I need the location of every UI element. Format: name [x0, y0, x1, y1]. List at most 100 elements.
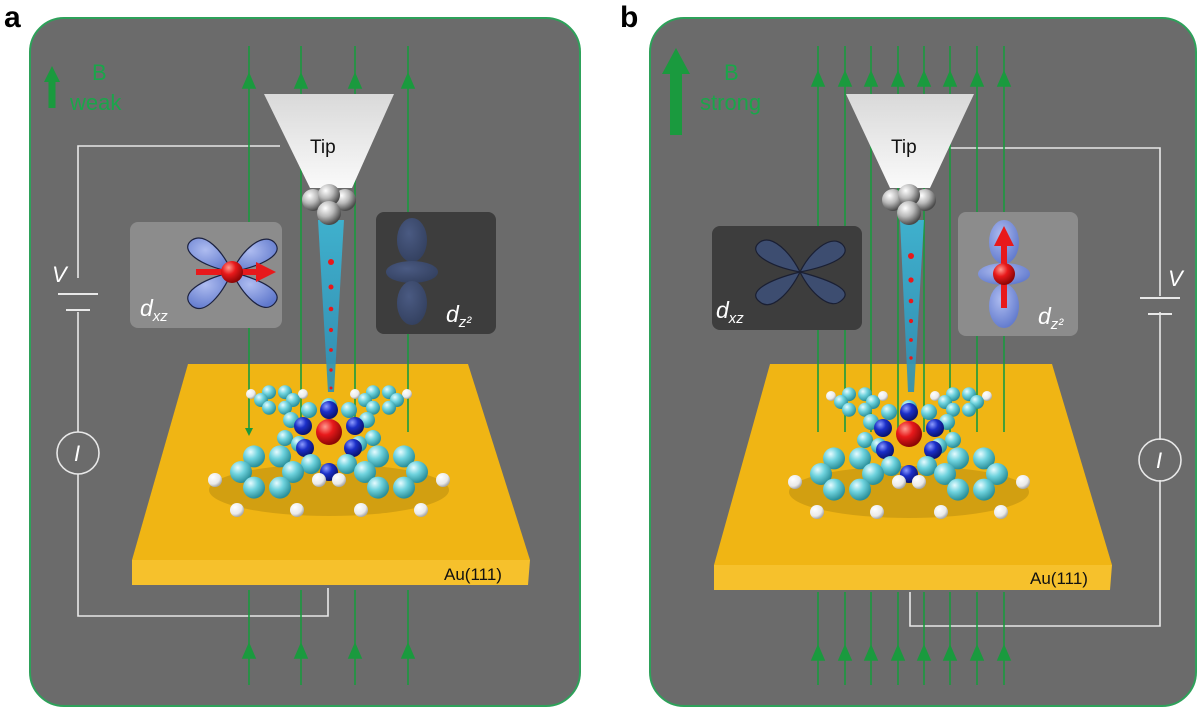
- carbon-atom: [301, 454, 321, 474]
- dxz-orbital-icon: [755, 239, 846, 306]
- carbon-atom: [406, 461, 428, 483]
- central-metal-atom: [316, 419, 342, 445]
- hydrogen-atom: [246, 389, 256, 399]
- carbon-atom: [269, 476, 291, 499]
- spin-atom: [221, 261, 243, 283]
- carbon-atom: [973, 447, 995, 470]
- carbon-atom: [366, 400, 380, 415]
- hydrogen-atom: [892, 475, 906, 489]
- nitrogen-atom: [344, 439, 362, 457]
- hydrogen-atom: [332, 473, 346, 487]
- orbital-label: dz²: [446, 301, 472, 331]
- hydrogen-atom: [982, 391, 992, 401]
- nitrogen-atom: [294, 417, 312, 435]
- circuit: [909, 147, 1182, 627]
- tip-atom: [318, 184, 340, 206]
- hydrogen-atom: [354, 503, 368, 517]
- tip-atom: [897, 201, 921, 225]
- carbon-atom: [842, 402, 856, 417]
- field-line-arrow-icon: [916, 643, 932, 661]
- field-label: B: [92, 60, 107, 85]
- field-line-arrow-icon: [347, 641, 363, 659]
- field-strength-label: weak: [69, 90, 122, 115]
- nitrogen-atom: [346, 417, 364, 435]
- nitrogen-atom: [296, 439, 314, 457]
- field-indicator: B strong: [662, 48, 761, 135]
- hydrogen-atom: [208, 473, 222, 487]
- carbon-atom: [945, 432, 961, 448]
- hydrogen-atom: [312, 473, 326, 487]
- substrate-top: [714, 364, 1112, 565]
- carbon-atom: [393, 445, 415, 468]
- hydrogen-atom: [930, 391, 940, 401]
- field-line-arrow-icon: [400, 71, 416, 89]
- tip-atom: [317, 201, 341, 225]
- carbon-atom: [946, 402, 960, 417]
- spin-dots: [328, 259, 334, 390]
- carbon-atom: [947, 447, 969, 470]
- carbon-atom: [849, 447, 871, 470]
- field-line-arrow-icon: [837, 69, 853, 87]
- carbon-atom: [243, 476, 265, 499]
- field-line-arrow-icon: [810, 643, 826, 661]
- carbon-atom: [262, 400, 276, 415]
- carbon-atom: [921, 404, 937, 420]
- tip-body: [846, 94, 974, 188]
- carbon-atom: [277, 430, 293, 446]
- hydrogen-atom: [414, 503, 428, 517]
- carbon-atom: [367, 476, 389, 499]
- carbon-atom: [858, 402, 872, 417]
- field-line-arrow-icon: [241, 641, 257, 659]
- dz2-orbital-icon: [386, 218, 438, 325]
- porphyrin-molecule: [788, 387, 1030, 519]
- field-line-arrow-icon: [400, 641, 416, 659]
- panel-a: a B weak V I Au(111): [4, 1, 581, 707]
- hydrogen-atom: [994, 505, 1008, 519]
- field-label: B: [724, 60, 739, 85]
- circuit-wire-top: [77, 145, 280, 278]
- carbon-atom: [881, 404, 897, 420]
- nitrogen-atom: [924, 441, 942, 459]
- field-line-arrow-icon: [293, 641, 309, 659]
- hydrogen-atom: [230, 503, 244, 517]
- carbon-atom: [365, 430, 381, 446]
- carbon-atom: [973, 478, 995, 501]
- porphyrin-molecule: [208, 385, 450, 517]
- field-line-arrow-icon: [863, 643, 879, 661]
- orbital-label: dxz: [716, 297, 744, 327]
- carbon-atom: [337, 454, 357, 474]
- hydrogen-atom: [1016, 475, 1030, 489]
- circuit-wire-bottom: [77, 474, 329, 617]
- carbon-atom: [986, 463, 1008, 485]
- substrate-label: Au(111): [1030, 569, 1088, 588]
- nitrogen-atom: [900, 403, 918, 421]
- carbon-atom: [823, 478, 845, 501]
- field-line-arrow-icon: [996, 643, 1012, 661]
- nitrogen-atom: [926, 419, 944, 437]
- field-line-arrow-icon: [996, 69, 1012, 87]
- orbital-box-inactive: dz²: [376, 212, 496, 334]
- carbon-atom: [354, 461, 376, 483]
- carbon-atom: [243, 445, 265, 468]
- ammeter-icon: [1138, 438, 1182, 482]
- tip-label: Tip: [310, 137, 336, 158]
- field-strength-label: strong: [700, 90, 761, 115]
- voltage-label: V: [1168, 266, 1185, 291]
- spin-arrow-icon: [256, 262, 276, 282]
- panel-letter: a: [4, 1, 21, 34]
- carbon-atom: [269, 445, 291, 468]
- current-label: I: [1156, 448, 1162, 473]
- field-line-arrow-icon: [347, 71, 363, 89]
- circuit-wire-bottom: [909, 480, 1161, 627]
- hydrogen-atom: [934, 505, 948, 519]
- voltage-label: V: [52, 262, 69, 287]
- orbital-label: dxz: [140, 295, 168, 325]
- molecule-shadow: [789, 466, 1029, 518]
- carbon-atom: [282, 461, 304, 483]
- stm-tip: Tip: [264, 94, 394, 225]
- panel-letter: b: [620, 1, 638, 34]
- carbon-atom: [862, 463, 884, 485]
- hydrogen-atom: [878, 391, 888, 401]
- nitrogen-atom: [876, 441, 894, 459]
